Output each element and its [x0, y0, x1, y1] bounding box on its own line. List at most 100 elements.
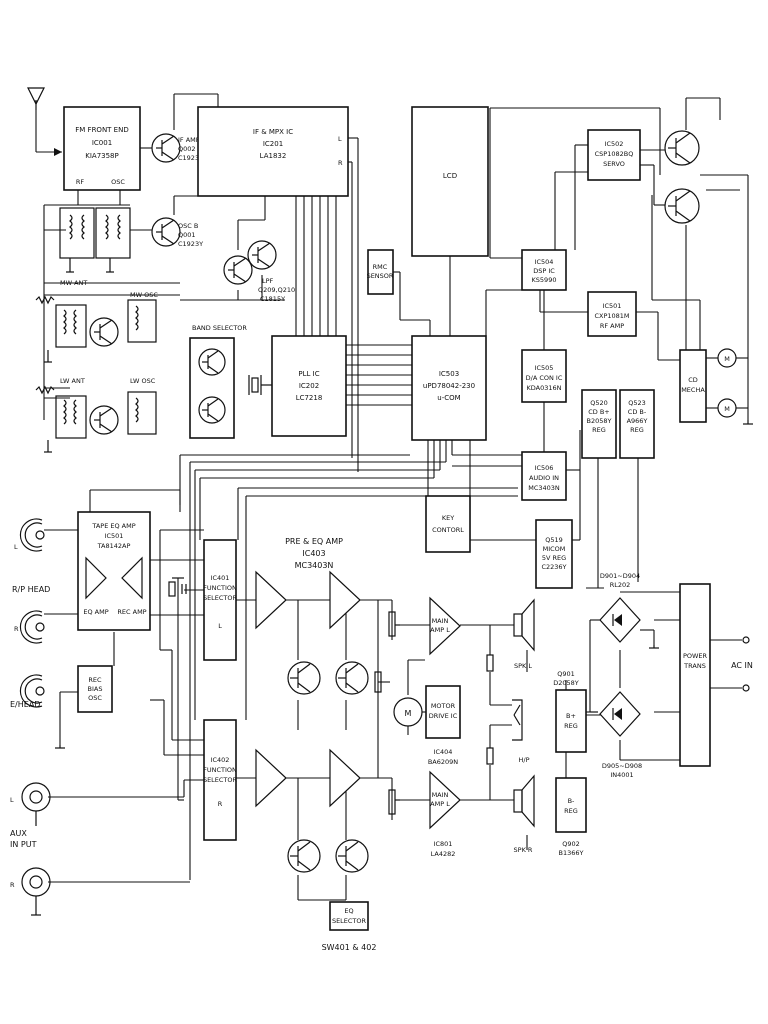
svg-text:TRANS: TRANS [683, 662, 706, 670]
tape-motor-icon: M [393, 697, 423, 727]
svg-text:CXP1081M: CXP1081M [594, 312, 629, 320]
svg-text:SELECTOR: SELECTOR [203, 776, 238, 784]
svg-text:FUNCTION: FUNCTION [203, 584, 237, 592]
ac-in-label: AC IN [731, 661, 753, 670]
svg-text:IC501: IC501 [105, 532, 124, 540]
svg-text:RF AMP: RF AMP [600, 322, 624, 330]
svg-text:CONTORL: CONTORL [432, 526, 464, 534]
bminus-reg-block: B- REG [555, 777, 587, 833]
svg-text:CD B+: CD B+ [588, 408, 610, 416]
ucom-part: uPD78042-230 [423, 382, 475, 390]
svg-text:AUX: AUX [10, 829, 27, 838]
tape-eq-rc-icon [168, 577, 187, 597]
osc-b-label: OSC B Q001 C1923Y [178, 222, 203, 248]
svg-text:IC502: IC502 [605, 140, 624, 148]
ac-in-terminals-icon [742, 636, 750, 692]
svg-text:IN PUT: IN PUT [10, 840, 37, 849]
rec-bias-osc-block: REC BIAS OSC [77, 665, 113, 713]
svg-text:CSP1082BQ: CSP1082BQ [595, 150, 634, 158]
key-control-block: KEY CONTORL [425, 495, 471, 553]
svg-text:IC401: IC401 [211, 574, 230, 582]
svg-text:D2058Y: D2058Y [553, 679, 579, 687]
pll-label: PLL IC [298, 370, 319, 378]
svg-text:IF AMP: IF AMP [178, 136, 200, 144]
osc-b-transistor-icon [151, 217, 181, 247]
svg-text:C1923Y: C1923Y [178, 240, 203, 248]
svg-text:Q001: Q001 [178, 231, 196, 239]
svg-text:Q523: Q523 [628, 399, 646, 407]
servo-block: IC502 CSP1082BQ SERVO [587, 129, 641, 181]
ucom-block: IC503 uPD78042-230 u-COM [411, 335, 487, 441]
d905-label: D905~D908 IN4001 [602, 762, 642, 779]
svg-text:D901~D904: D901~D904 [600, 572, 640, 580]
cd-motor-icon: M M [717, 348, 737, 418]
pll-ic: IC202 [299, 382, 319, 390]
rmc-sensor-label: SENSOR [367, 272, 394, 280]
eq-amp-label: EQ AMP [83, 608, 108, 616]
svg-text:B+: B+ [566, 712, 576, 720]
svg-text:Q519: Q519 [545, 536, 563, 544]
pll-part: LC7218 [296, 394, 323, 402]
fm-front-end-part: KIA7358P [85, 152, 118, 160]
if-amp-transistor-icon [151, 133, 181, 163]
svg-text:MAIN: MAIN [432, 617, 449, 625]
mw-ant-label: MW ANT [60, 279, 87, 287]
svg-text:KDA0316N: KDA0316N [526, 384, 561, 392]
aux-l-jack-icon [21, 782, 51, 826]
aux-r-jack-icon [21, 867, 51, 912]
aux-input-label: AUX IN PUT [10, 829, 37, 849]
svg-text:IC501: IC501 [603, 302, 622, 310]
svg-text:M: M [405, 709, 412, 718]
svg-text:POWER: POWER [683, 652, 708, 660]
spk-r-label: SPK R [514, 846, 533, 854]
svg-text:BA6209N: BA6209N [428, 758, 458, 766]
rec-amp-label: REC AMP [117, 608, 146, 616]
svg-text:TA8142AP: TA8142AP [97, 542, 131, 550]
q902-label: Q902 B1366Y [559, 840, 584, 857]
svg-text:D905~D908: D905~D908 [602, 762, 642, 770]
svg-text:MC3403N: MC3403N [528, 484, 560, 492]
svg-text:SERVO: SERVO [603, 160, 625, 168]
if-mpx-label: IF & MPX IC [253, 128, 293, 136]
fm-front-end-block: FM FRONT END IC001 KIA7358P RF OSC [63, 106, 141, 191]
svg-text:D/A CON IC: D/A CON IC [526, 374, 563, 382]
svg-text:KS5990: KS5990 [532, 276, 557, 284]
eq-selector-block: EQ SELECTOR [329, 901, 369, 931]
svg-text:MICOM: MICOM [543, 545, 566, 553]
head-l-icon [19, 518, 45, 552]
rp-head-label: R/P HEAD [12, 585, 50, 594]
svg-text:SELECTOR: SELECTOR [332, 917, 367, 925]
svg-text:MC3403N: MC3403N [295, 561, 334, 570]
svg-text:Q520: Q520 [590, 399, 608, 407]
arrow-icon [54, 148, 62, 156]
svg-text:B-: B- [568, 797, 575, 805]
q901-label: Q901 D2058Y [553, 670, 579, 687]
eq-transistors-icon [287, 661, 369, 873]
svg-text:M: M [724, 405, 730, 413]
svg-text:MECHA: MECHA [681, 386, 705, 394]
volume-pots-icon [374, 611, 400, 815]
main-amp-bottom-block: MAIN AMP L [429, 770, 461, 830]
svg-text:L: L [218, 622, 222, 630]
e-head-icon [19, 674, 45, 708]
svg-text:R: R [218, 800, 223, 808]
e-head-label: E/HEAD [10, 700, 40, 709]
svg-text:A966Y: A966Y [627, 417, 648, 425]
motor-drive-block: MOTOR DRIVE IC [425, 685, 461, 739]
svg-text:TAPE EQ AMP: TAPE EQ AMP [91, 522, 135, 530]
svg-text:REG: REG [564, 722, 578, 730]
tape-eq-amp-block: TAPE EQ AMP IC501 TA8142AP EQ AMP REC AM… [77, 511, 151, 631]
head-r-label: R [14, 625, 19, 633]
lw-transistor-icon [89, 405, 119, 435]
audio-in-block: IC506 AUDIO IN MC3403N [521, 451, 567, 501]
headphone-jack-icon [486, 654, 523, 765]
svg-text:IC506: IC506 [535, 464, 554, 472]
svg-text:BIAS: BIAS [88, 685, 103, 693]
mw-transistor-icon [89, 317, 119, 347]
svg-text:RL202: RL202 [610, 581, 631, 589]
pll-ic-block: PLL IC IC202 LC7218 [271, 335, 347, 437]
svg-text:REG: REG [630, 426, 644, 434]
svg-text:IC504: IC504 [535, 258, 554, 266]
svg-text:KEY: KEY [442, 514, 454, 522]
